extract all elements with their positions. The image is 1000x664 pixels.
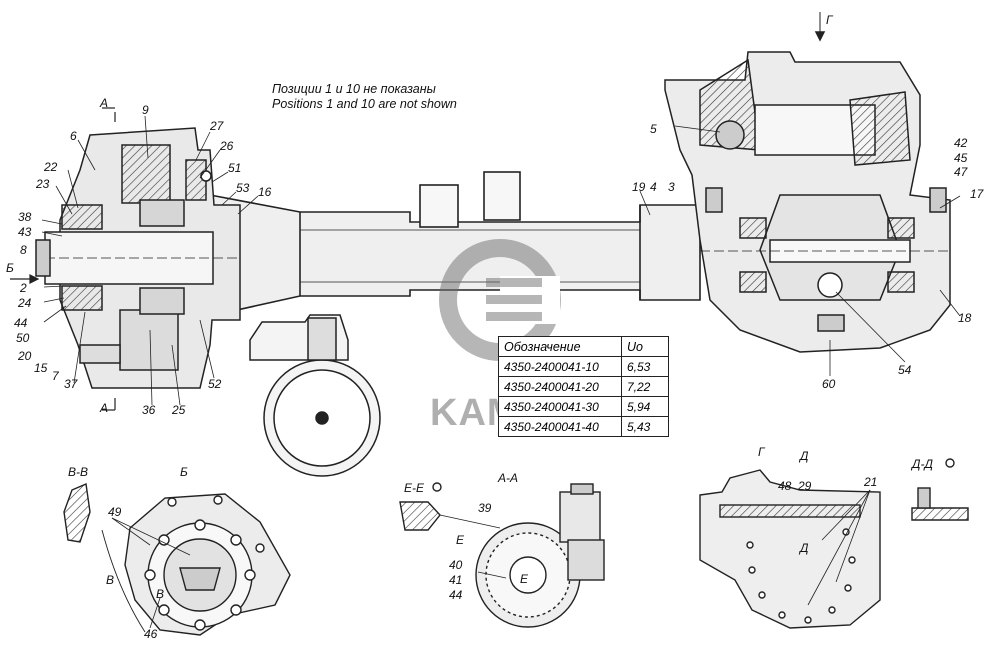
table-cell: 6,53 xyxy=(621,356,669,377)
table-header-row: Обозначение Uo xyxy=(498,336,669,357)
table-row: 4350-2400041-20 7,22 xyxy=(498,376,669,397)
callout-54: 54 xyxy=(898,363,912,377)
callout-45: 45 xyxy=(954,151,968,165)
callout-23: 23 xyxy=(36,177,50,191)
callout-38: 38 xyxy=(18,210,32,224)
callout-9: 9 xyxy=(142,103,149,117)
section-mark-g-view: Г xyxy=(758,445,765,459)
callout-51: 51 xyxy=(228,161,242,175)
callout-44: 44 xyxy=(14,316,28,330)
section-markers xyxy=(10,107,116,411)
note-line-ru: Позиции 1 и 10 не показаны xyxy=(272,82,436,96)
callout-21: 21 xyxy=(864,475,878,489)
callout-42: 42 xyxy=(954,136,968,150)
callout-39: 39 xyxy=(478,501,492,515)
view-title-b: Б xyxy=(180,465,188,479)
callout-50: 50 xyxy=(16,331,30,345)
callout-16: 16 xyxy=(258,185,272,199)
callout-22: 22 xyxy=(44,160,58,174)
callout-8: 8 xyxy=(20,243,27,257)
callout-18: 18 xyxy=(958,311,972,325)
table-cell: 4350-2400041-20 xyxy=(498,376,622,397)
view-b-flange xyxy=(63,482,291,636)
table-cell: 7,22 xyxy=(621,376,669,397)
callout-41: 41 xyxy=(449,573,463,587)
callout-29: 29 xyxy=(798,479,812,493)
view-title-ee: Е-Е xyxy=(404,481,425,495)
callout-43: 43 xyxy=(18,225,32,239)
view-aa-brake xyxy=(399,483,605,628)
table-row: 4350-2400041-10 6,53 xyxy=(498,356,669,377)
brake-chamber xyxy=(249,314,381,477)
gear-ratio-table: Обозначение Uo 4350-2400041-10 6,53 4350… xyxy=(498,336,669,437)
table-cell: 4350-2400041-10 xyxy=(498,356,622,377)
section-mark-v-mid: В xyxy=(156,587,165,601)
callout-53: 53 xyxy=(236,181,250,195)
table-cell: 4350-2400041-40 xyxy=(498,416,622,437)
leader-lines xyxy=(41,115,961,406)
callout-47: 47 xyxy=(954,165,968,179)
table-header: Uo xyxy=(621,336,669,357)
callout-60: 60 xyxy=(822,377,836,391)
callout-49: 49 xyxy=(108,505,122,519)
callout-3: 3 xyxy=(668,180,675,194)
callout-7: 7 xyxy=(52,369,59,383)
callout-48: 48 xyxy=(778,479,792,493)
note-line-en: Positions 1 and 10 are not shown xyxy=(272,97,457,111)
callout-6: 6 xyxy=(70,129,77,143)
callout-20: 20 xyxy=(18,349,32,363)
section-mark-g-top: Г xyxy=(826,13,833,27)
table-cell: 5,94 xyxy=(621,396,669,417)
callout-44b: 44 xyxy=(449,588,463,602)
callout-17: 17 xyxy=(970,187,984,201)
view-title-vv: В-В xyxy=(68,465,89,479)
callout-24: 24 xyxy=(18,296,32,310)
differential-housing xyxy=(664,12,951,353)
section-mark-b: Б xyxy=(6,261,14,275)
callout-27: 27 xyxy=(210,119,224,133)
table-cell: 4350-2400041-30 xyxy=(498,396,622,417)
drawing-note: Позиции 1 и 10 не показаны Positions 1 a… xyxy=(272,82,457,112)
section-mark-d-mid: Д xyxy=(800,541,809,555)
axle-housing-tube xyxy=(209,171,701,317)
table-cell: 5,43 xyxy=(621,416,669,437)
callout-37: 37 xyxy=(64,377,78,391)
callout-15: 15 xyxy=(34,361,48,375)
callout-25: 25 xyxy=(172,403,186,417)
section-mark-e-mid: Е xyxy=(520,572,529,586)
table-row: 4350-2400041-40 5,43 xyxy=(498,416,669,437)
wheel-hub-assembly xyxy=(35,127,241,389)
section-mark-d-top: Д xyxy=(800,449,809,463)
table-row: 4350-2400041-30 5,94 xyxy=(498,396,669,417)
table-header: Обозначение xyxy=(498,336,622,357)
callout-2: 2 xyxy=(20,281,27,295)
view-g-housing xyxy=(432,458,969,629)
view-title-aa: А-А xyxy=(498,471,519,485)
callout-52: 52 xyxy=(208,377,222,391)
callout-4: 4 xyxy=(650,180,657,194)
section-mark-a-bottom: А xyxy=(100,401,109,415)
callout-5: 5 xyxy=(650,122,657,136)
callout-26: 26 xyxy=(220,139,234,153)
section-mark-v-left: В xyxy=(106,573,115,587)
section-mark-a-top: А xyxy=(100,96,109,110)
callout-36: 36 xyxy=(142,403,156,417)
section-mark-e-arrow: Е xyxy=(456,533,465,547)
callout-19: 19 xyxy=(632,180,646,194)
view-title-dd: Д-Д xyxy=(912,457,933,471)
callout-46: 46 xyxy=(144,627,158,641)
callout-40: 40 xyxy=(449,558,463,572)
